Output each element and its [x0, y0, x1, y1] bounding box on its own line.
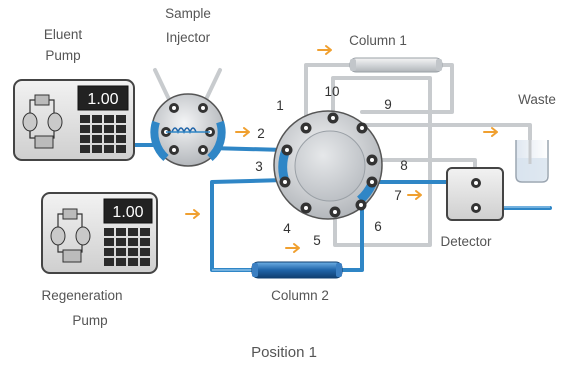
port-number-6: 6 [374, 219, 382, 234]
column1-label: Column 1 [349, 33, 407, 48]
arrow-column1 [317, 45, 332, 55]
port-number-8: 8 [400, 158, 408, 173]
tube-port9-to-waste [360, 123, 532, 142]
column-1 [349, 57, 443, 73]
switching-valve [273, 110, 383, 220]
blue-tubing-highlight [212, 206, 550, 271]
tube-injector-to-port2 [208, 146, 287, 152]
regeneration-pump-label-line1: Regeneration [41, 288, 122, 303]
tube-column2-to-port5 [338, 193, 364, 272]
arrow-column2 [285, 243, 300, 253]
arrow-detector [407, 190, 422, 200]
port-number-4: 4 [283, 221, 291, 236]
port-number-3: 3 [255, 159, 263, 174]
tube-port3-to-column2 [210, 178, 287, 272]
arrow-injector [235, 127, 250, 137]
sample-injector-label-line1: Sample [165, 6, 211, 21]
port-number-5: 5 [313, 233, 321, 248]
eluent-pump: 1.00 [13, 79, 135, 161]
labels: Eluent Pump Sample Injector Column 1 Col… [41, 6, 555, 361]
port-number-1: 1 [276, 98, 284, 113]
detector-label: Detector [440, 234, 492, 249]
column-2 [251, 261, 343, 279]
caption: Position 1 [251, 344, 317, 361]
column2-label: Column 2 [271, 288, 329, 303]
port-number-9: 9 [384, 97, 392, 112]
port-number-2: 2 [257, 126, 265, 141]
sample-injector-label-line2: Injector [166, 30, 211, 45]
arrow-regeneration [185, 209, 200, 219]
regeneration-pump-label-line2: Pump [72, 313, 107, 328]
flow-arrows [185, 45, 498, 253]
detector [446, 167, 504, 221]
tube-port1-to-column1 [304, 63, 352, 132]
port-number-10: 10 [324, 84, 339, 99]
arrow-waste [483, 127, 498, 137]
eluent-pump-display: 1.00 [87, 91, 118, 108]
sample-injector [150, 93, 226, 167]
port-number-7: 7 [394, 188, 402, 203]
regeneration-pump-display: 1.00 [112, 204, 143, 221]
waste-beaker [515, 125, 549, 183]
waste-label: Waste [518, 92, 556, 107]
regeneration-pump: 1.00 [41, 192, 158, 274]
eluent-pump-label-line2: Pump [45, 48, 80, 63]
tube-column1-to-port9 [360, 63, 454, 114]
eluent-pump-label-line1: Eluent [44, 27, 83, 42]
port-numbers: 1 2 3 4 5 6 7 8 9 10 [255, 84, 408, 248]
